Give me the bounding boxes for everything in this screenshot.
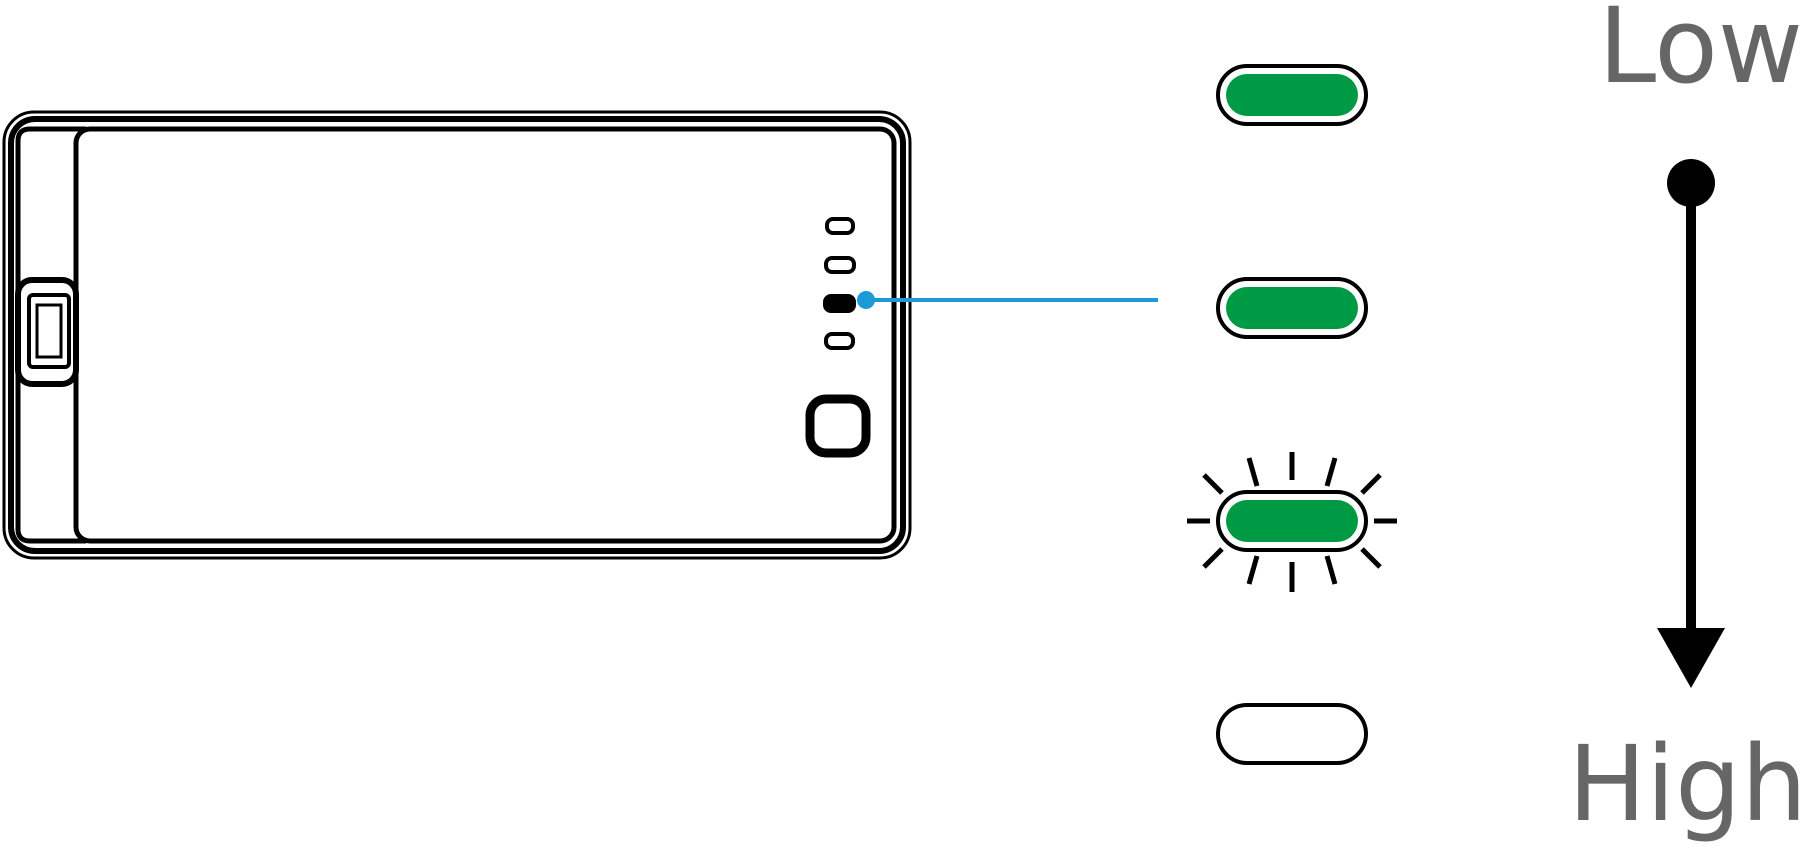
power-bank-device [2, 110, 912, 560]
scale-high-label: High [1568, 723, 1807, 845]
indicator-column [1187, 64, 1397, 765]
indicator-led-2 [1216, 277, 1368, 339]
callout-dot [857, 291, 875, 309]
device-led-4 [824, 332, 855, 350]
scale-low-label: Low [1598, 0, 1803, 107]
device-led-column [823, 217, 856, 350]
scale-arrow [1657, 159, 1725, 688]
callout-line [857, 291, 1158, 309]
device-led-3 [823, 294, 856, 313]
indicator-led-3 [1187, 452, 1397, 592]
indicator-led-1-fill [1226, 74, 1358, 116]
usb-port-icon [15, 277, 79, 387]
device-led-1 [825, 217, 855, 235]
indicator-led-3-fill [1226, 500, 1358, 542]
device-led-2 [824, 256, 856, 274]
indicator-led-2-fill [1226, 287, 1358, 329]
indicator-led-1 [1216, 64, 1368, 126]
blink-rays-icon [1187, 452, 1397, 592]
arrow-head-icon [1657, 628, 1725, 688]
power-button [805, 394, 871, 458]
indicator-led-4 [1216, 703, 1368, 765]
